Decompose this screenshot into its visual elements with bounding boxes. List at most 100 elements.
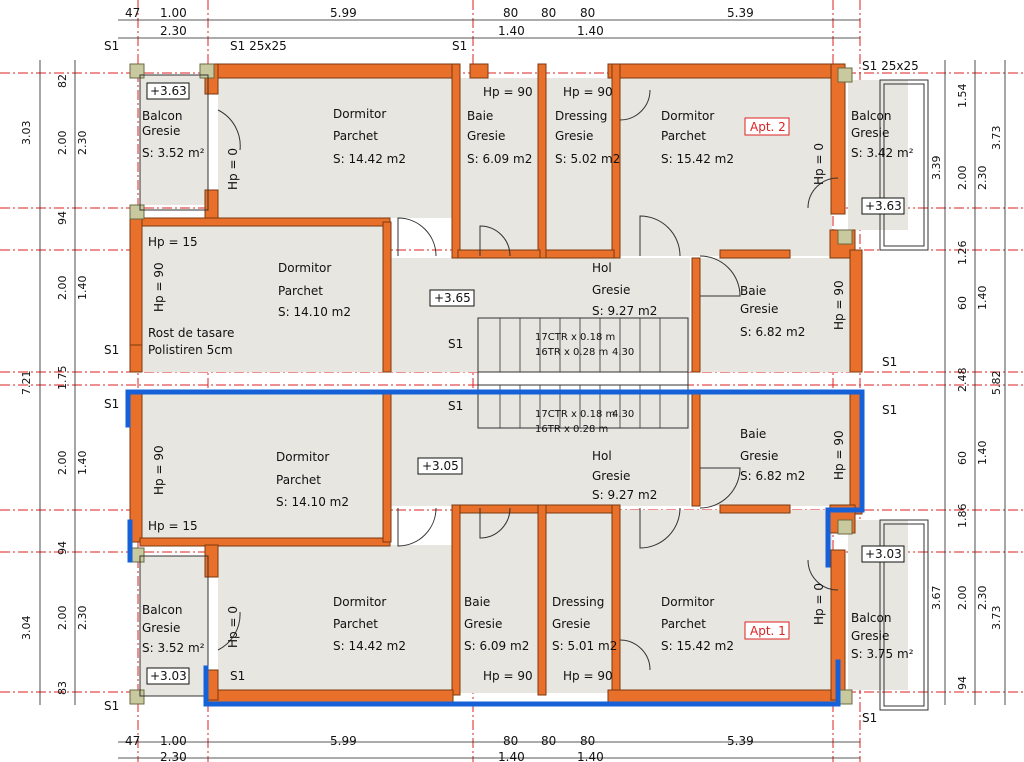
svg-text:7.21: 7.21 — [20, 371, 33, 396]
svg-text:1.86: 1.86 — [956, 504, 969, 529]
svg-text:1.40: 1.40 — [976, 286, 989, 311]
svg-text:2.30: 2.30 — [76, 131, 89, 156]
svg-text:Dormitor: Dormitor — [278, 261, 331, 275]
svg-text:5.99: 5.99 — [330, 734, 357, 748]
svg-text:Hol: Hol — [592, 449, 612, 463]
svg-text:Hp = 0: Hp = 0 — [226, 606, 240, 648]
svg-text:1.00: 1.00 — [160, 6, 187, 20]
svg-text:Baie: Baie — [740, 284, 766, 298]
svg-text:Polistiren 5cm: Polistiren 5cm — [148, 343, 233, 357]
svg-text:94: 94 — [56, 541, 69, 555]
svg-text:Hp = 0: Hp = 0 — [226, 148, 240, 190]
svg-text:S1: S1 — [104, 343, 119, 357]
svg-text:Hp = 90: Hp = 90 — [563, 669, 613, 683]
svg-text:Gresie: Gresie — [555, 129, 593, 143]
apt2-labels: +3.63 Balcon Gresie S: 3.52 m² Dormitor … — [104, 39, 919, 369]
svg-text:2.30: 2.30 — [976, 166, 989, 191]
svg-text:Balcon: Balcon — [142, 603, 182, 617]
svg-text:S1: S1 — [452, 39, 467, 53]
svg-text:Hp = 90: Hp = 90 — [483, 669, 533, 683]
svg-text:Balcon: Balcon — [851, 109, 891, 123]
svg-text:3.04: 3.04 — [20, 616, 33, 641]
svg-text:S: 3.75 m²: S: 3.75 m² — [851, 647, 914, 661]
svg-text:3.03: 3.03 — [20, 121, 33, 146]
svg-text:+3.03: +3.03 — [865, 547, 902, 561]
svg-text:Hp = 90: Hp = 90 — [152, 445, 166, 495]
svg-text:1.40: 1.40 — [498, 24, 525, 38]
svg-text:S1: S1 — [104, 39, 119, 53]
svg-text:17CTR x 0.18 m: 17CTR x 0.18 m — [535, 332, 615, 343]
svg-text:Parchet: Parchet — [276, 473, 321, 487]
svg-text:Hp = 90: Hp = 90 — [483, 85, 533, 99]
svg-text:47: 47 — [125, 734, 140, 748]
svg-text:Hp = 15: Hp = 15 — [148, 235, 198, 249]
svg-text:S: 5.02 m2: S: 5.02 m2 — [555, 152, 620, 166]
apt1-labels: Dormitor Parchet S: 14.10 m2 +3.05 Hol G… — [104, 397, 914, 725]
svg-text:1.40: 1.40 — [498, 750, 525, 762]
svg-text:Balcon: Balcon — [142, 109, 182, 123]
svg-text:5.39: 5.39 — [727, 6, 754, 20]
svg-text:2.30: 2.30 — [976, 586, 989, 611]
svg-text:Dormitor: Dormitor — [333, 107, 386, 121]
apt1-boundary — [125, 389, 865, 707]
svg-text:Hp = 90: Hp = 90 — [832, 430, 846, 480]
svg-text:Gresie: Gresie — [851, 126, 889, 140]
svg-text:Parchet: Parchet — [333, 617, 378, 631]
svg-text:Rost de tasare: Rost de tasare — [148, 326, 234, 340]
svg-text:2.00: 2.00 — [56, 131, 69, 156]
svg-text:S: 3.52 m²: S: 3.52 m² — [142, 641, 205, 655]
svg-text:S1: S1 — [448, 337, 463, 351]
svg-text:Baie: Baie — [464, 595, 490, 609]
svg-text:Hp = 90: Hp = 90 — [152, 262, 166, 312]
svg-text:Hp = 15: Hp = 15 — [148, 519, 198, 533]
svg-text:5.82: 5.82 — [990, 371, 1003, 396]
svg-text:1.40: 1.40 — [976, 441, 989, 466]
svg-text:3.73: 3.73 — [990, 126, 1003, 151]
door-swings — [217, 89, 839, 671]
svg-text:1.26: 1.26 — [956, 241, 969, 266]
svg-text:S: 14.42 m2: S: 14.42 m2 — [333, 152, 406, 166]
svg-text:Baie: Baie — [740, 427, 766, 441]
svg-text:Gresie: Gresie — [592, 469, 630, 483]
svg-text:S1: S1 — [862, 711, 877, 725]
svg-text:1.00: 1.00 — [160, 734, 187, 748]
svg-text:Balcon: Balcon — [851, 611, 891, 625]
svg-text:1.40: 1.40 — [76, 451, 89, 476]
svg-text:S: 3.52 m²: S: 3.52 m² — [142, 146, 205, 160]
svg-text:80: 80 — [503, 734, 518, 748]
svg-text:Parchet: Parchet — [661, 129, 706, 143]
left-dimensions: 82 3.03 2.00 2.30 94 2.00 1.40 7.21 1.75… — [20, 60, 89, 705]
svg-text:Hp = 90: Hp = 90 — [563, 85, 613, 99]
svg-text:Gresie: Gresie — [142, 621, 180, 635]
svg-text:16TR x 0.28 m: 16TR x 0.28 m — [535, 347, 608, 358]
svg-text:Gresie: Gresie — [464, 617, 502, 631]
svg-text:S: 5.01 m2: S: 5.01 m2 — [552, 639, 617, 653]
svg-text:S1: S1 — [882, 355, 897, 369]
svg-text:S: 15.42 m2: S: 15.42 m2 — [661, 639, 734, 653]
svg-text:Dormitor: Dormitor — [661, 595, 714, 609]
svg-text:S: 15.42 m2: S: 15.42 m2 — [661, 152, 734, 166]
svg-text:5.99: 5.99 — [330, 6, 357, 20]
svg-text:Dormitor: Dormitor — [333, 595, 386, 609]
svg-text:16TR x 0.28 m: 16TR x 0.28 m — [535, 424, 608, 435]
svg-text:Gresie: Gresie — [592, 283, 630, 297]
top-dimensions: 47 1.00 5.99 80 80 80 5.39 2.30 1.40 1.4… — [118, 6, 860, 39]
svg-text:Hp = 90: Hp = 90 — [832, 280, 846, 330]
svg-text:S1: S1 — [104, 699, 119, 713]
svg-text:2.00: 2.00 — [56, 451, 69, 476]
svg-text:S: 6.82 m2: S: 6.82 m2 — [740, 469, 805, 483]
right-dimensions: 1.54 3.73 2.30 2.00 3.39 1.26 60 1.40 2.… — [930, 60, 1006, 705]
svg-text:Parchet: Parchet — [661, 617, 706, 631]
svg-text:80: 80 — [541, 6, 556, 20]
svg-text:Gresie: Gresie — [552, 617, 590, 631]
svg-text:60: 60 — [956, 451, 969, 465]
svg-text:Gresie: Gresie — [851, 629, 889, 643]
balcony-railings — [139, 74, 929, 711]
svg-text:S: 14.10 m2: S: 14.10 m2 — [278, 305, 351, 319]
svg-text:S: 9.27 m2: S: 9.27 m2 — [592, 304, 657, 318]
svg-text:2.00: 2.00 — [956, 586, 969, 611]
svg-text:1.40: 1.40 — [577, 750, 604, 762]
staircase: 17CTR x 0.18 m 16TR x 0.28 m 4.30 17CTR … — [477, 317, 689, 435]
svg-text:Hp = 0: Hp = 0 — [812, 143, 826, 185]
